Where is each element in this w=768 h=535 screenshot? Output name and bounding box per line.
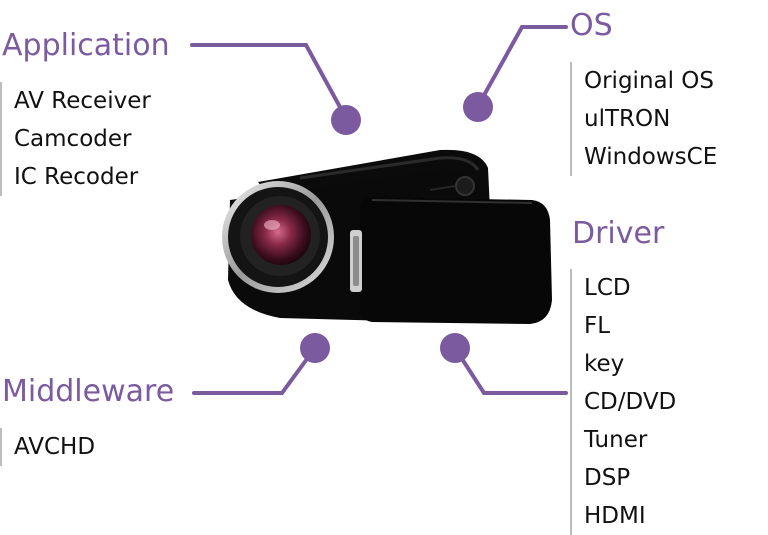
driver-list: LCD FL key CD/DVD Tuner DSP HDMI	[570, 269, 676, 535]
middleware-heading: Middleware	[2, 374, 175, 409]
list-item: HDMI	[584, 503, 646, 529]
camera-lcd-panel	[360, 197, 552, 324]
list-item: CD/DVD	[584, 389, 677, 415]
dot-os	[463, 92, 493, 122]
list-item: AVCHD	[14, 434, 96, 460]
list-item: DSP	[584, 465, 631, 491]
list-item: LCD	[584, 275, 631, 301]
list-item: ulTRON	[584, 106, 671, 132]
dot-driver	[440, 333, 470, 363]
list-item: IC Recoder	[14, 164, 139, 190]
connector-os	[476, 25, 568, 108]
dot-application	[331, 105, 361, 135]
list-item: Camcoder	[14, 126, 132, 152]
application-list: AV Receiver Camcoder IC Recoder	[0, 82, 151, 196]
os-list: Original OS ulTRON WindowsCE	[570, 62, 717, 176]
list-item: WindowsCE	[584, 144, 718, 170]
list-item: AV Receiver	[14, 88, 151, 114]
list-item: key	[584, 351, 625, 377]
list-item: Tuner	[584, 427, 648, 453]
os-heading: OS	[570, 8, 613, 43]
list-item: FL	[584, 313, 611, 339]
driver-heading: Driver	[572, 216, 665, 251]
camera-dial	[455, 176, 475, 196]
connector-middleware	[192, 346, 317, 395]
connector-driver	[453, 346, 568, 395]
middleware-list: AVCHD	[0, 428, 95, 466]
connector-application	[190, 43, 348, 120]
application-heading: Application	[2, 28, 170, 63]
list-item: Original OS	[584, 68, 715, 94]
camera-lens-glass	[251, 205, 311, 265]
dot-middleware	[300, 333, 330, 363]
